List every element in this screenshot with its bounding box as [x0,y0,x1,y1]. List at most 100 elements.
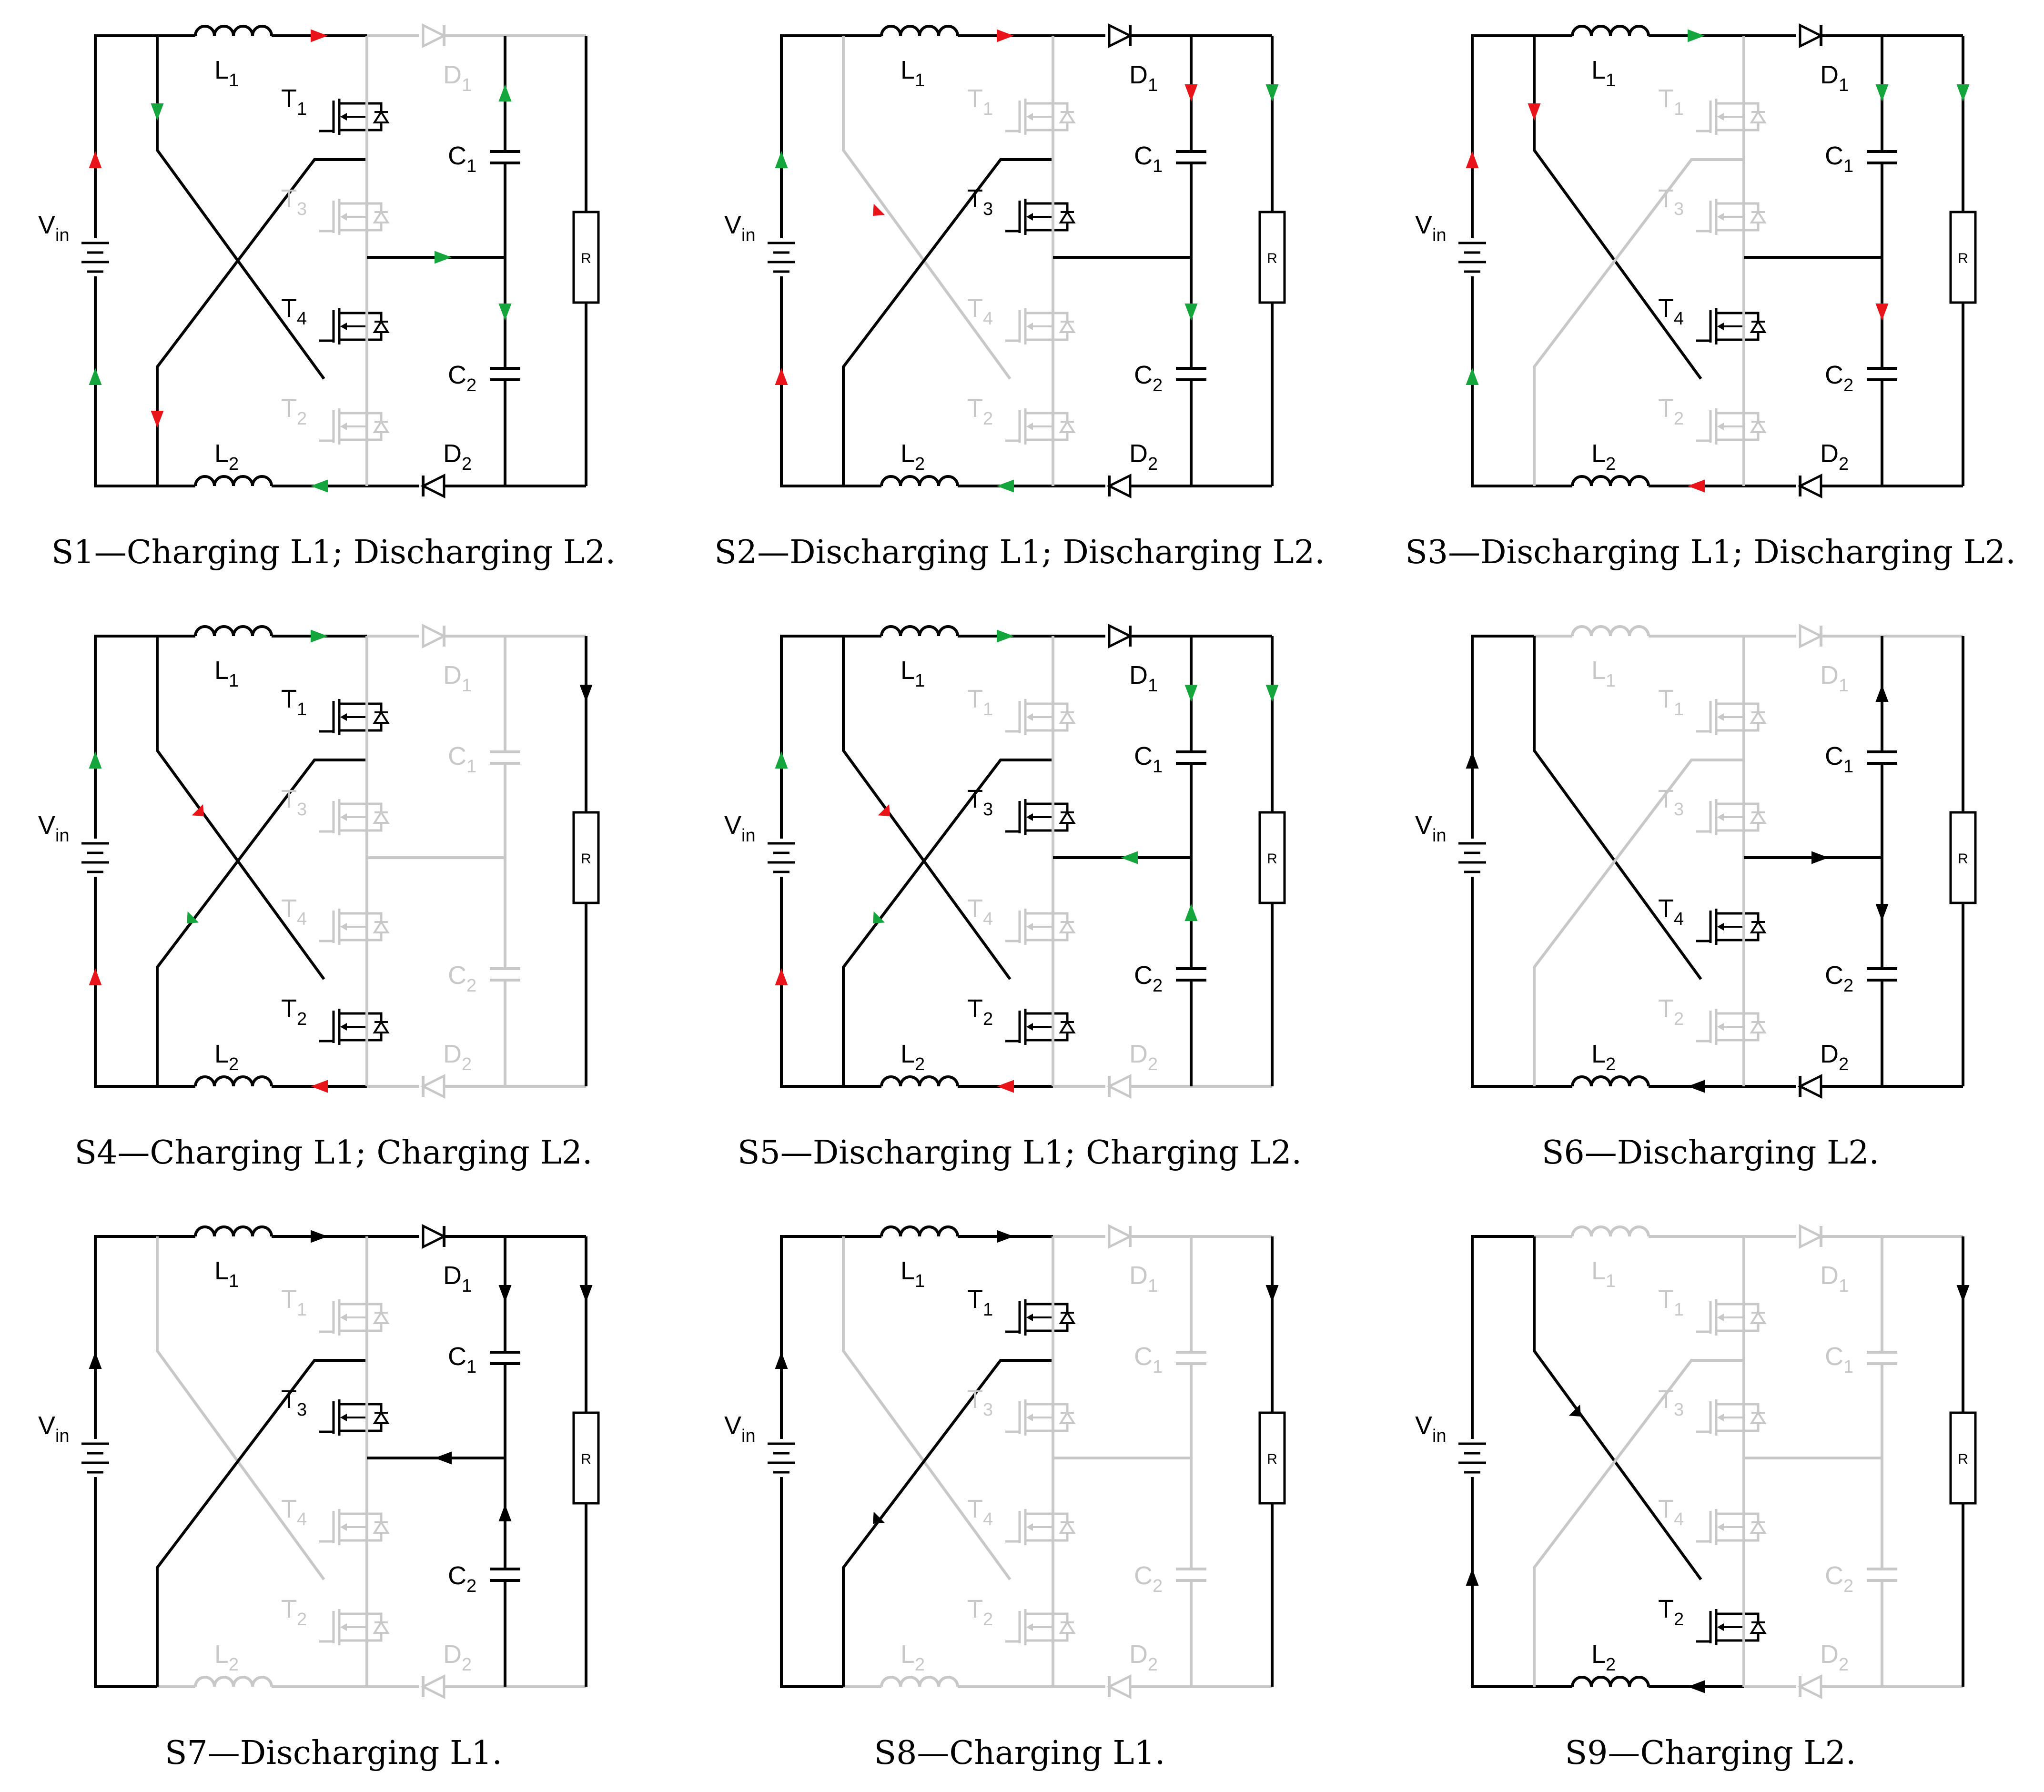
mosfet-t4 [1696,298,1767,355]
label-t2: T2 [281,394,307,429]
inductor-l2 [194,475,273,486]
inductor-l1 [880,625,959,637]
label-t4: T4 [967,894,993,929]
resistor-label: R [581,1451,591,1467]
current-arrow [89,751,102,769]
label-vin: Vin [724,211,756,245]
current-arrow [1811,851,1829,864]
label-c1: C1 [1134,142,1163,176]
current-arrow [1265,84,1279,101]
cross-wire-a [156,759,367,1086]
mosfet-t4 [1696,898,1767,955]
current-arrow [1466,751,1479,769]
mosfet-t4 [1005,898,1076,955]
vin-wire-bottom [780,1477,843,1688]
current-arrow [1184,685,1198,702]
cross-wire-a [1533,158,1744,486]
mosfet-t4 [1696,1498,1767,1556]
cross-wire-b [156,36,325,380]
diode-d2 [420,1073,445,1099]
label-t1: T1 [281,685,307,719]
current-arrow [435,251,452,264]
resistor-label: R [1267,851,1277,867]
label-c2: C2 [448,361,476,395]
label-d1: D1 [1820,661,1849,696]
label-d1: D1 [1129,61,1158,95]
mosfet-t3 [1005,188,1076,245]
vin-wire-top [780,635,843,839]
inductor-l2 [1571,1676,1650,1687]
current-arrow [775,1352,788,1369]
current-arrow [873,203,885,216]
vin-wire-bottom [1471,1477,1534,1688]
label-t3: T3 [281,785,307,820]
current-arrow [1466,151,1479,168]
label-l2: L2 [901,1040,925,1074]
label-t2: T2 [967,1595,993,1630]
current-arrow [1956,84,1970,101]
current-arrow [89,968,102,985]
label-t2: T2 [967,994,993,1029]
label-l1: L1 [901,56,925,91]
current-arrow [311,29,328,42]
capacitor-c1 [1176,1351,1206,1365]
vin-wire-bottom [94,1477,157,1688]
current-arrow [1184,904,1198,921]
cross-wire-b [842,36,1012,380]
diode-d2 [1106,1674,1132,1700]
label-vin: Vin [38,811,70,846]
label-t2: T2 [1658,994,1684,1029]
label-c1: C1 [1825,1342,1853,1377]
label-c1: C1 [1825,142,1853,176]
mosfet-t2 [1005,398,1076,455]
current-arrow [997,1230,1014,1243]
capacitor-c1 [1176,750,1206,765]
cross-wire-a [156,158,367,486]
diode-d1 [422,1224,447,1249]
label-d1: D1 [443,661,472,696]
inductor-l2 [1571,475,1650,486]
mosfet-t3 [1696,188,1767,245]
label-c1: C1 [448,142,476,176]
mosfet-t4 [1005,298,1076,355]
resistor-label: R [581,251,591,266]
current-arrow [1184,84,1198,101]
label-t1: T1 [281,84,307,119]
current-arrow [311,629,328,643]
battery-vin [768,842,795,873]
label-d2: D2 [1129,439,1158,474]
diode-d1 [1108,23,1133,49]
mosfet-t1 [1696,88,1767,145]
capacitor-c1 [1176,150,1206,164]
label-t3: T3 [1658,1385,1684,1420]
label-d1: D1 [443,1261,472,1296]
cross-wire-a [1533,759,1744,1086]
mosfet-t2 [1696,398,1767,455]
capacitor-c2 [1176,967,1206,982]
label-t2: T2 [281,994,307,1029]
current-arrow [1688,1680,1705,1693]
current-arrow [498,84,512,101]
capacitor-c1 [490,750,520,765]
resistor-load: R [1949,211,1977,304]
label-l1: L1 [214,656,239,691]
cross-wire-a [842,158,1053,486]
label-c1: C1 [448,742,476,777]
current-arrow [151,411,164,428]
mosfet-t1 [1005,1289,1076,1346]
label-t3: T3 [967,184,993,219]
label-l2: L2 [901,439,925,474]
label-t4: T4 [967,1495,993,1529]
mosfet-t2 [319,398,390,455]
current-arrow [997,1080,1014,1093]
label-t4: T4 [281,294,307,329]
label-d2: D2 [1820,1640,1849,1675]
caption-s1: S1—Charging L1; Discharging L2. [51,534,616,571]
caption-s7: S7—Discharging L1. [164,1734,503,1772]
